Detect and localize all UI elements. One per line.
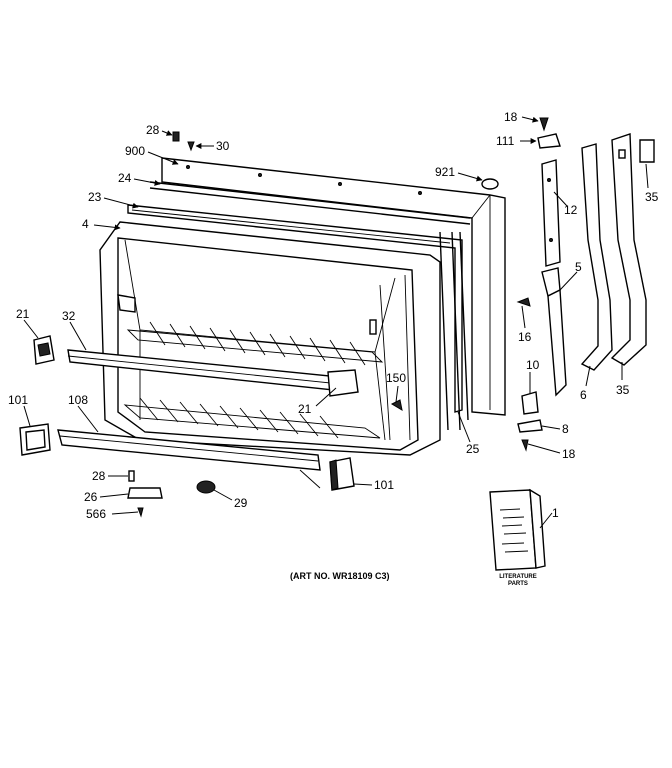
- literature-booklet: [489, 488, 546, 571]
- callout-21-left: 21: [16, 307, 30, 321]
- door-handle-6: [580, 143, 613, 371]
- literature-label-line1: LITERATURE: [499, 574, 537, 580]
- left-end-cap-21: [33, 335, 55, 365]
- screw-18-bottom: [521, 439, 529, 452]
- callout-18-bottom: 18: [562, 447, 576, 461]
- inner-door-liner: [99, 221, 441, 456]
- callout-35-bottom: 35: [616, 383, 630, 397]
- door-plug-921: [481, 178, 499, 190]
- bottom-trim-bar: [57, 429, 321, 489]
- callout-18-top: 18: [504, 110, 518, 124]
- plug-29: [196, 480, 216, 494]
- shelf-end-cap: [327, 369, 359, 397]
- callout-28-bottom: 28: [92, 469, 106, 483]
- callout-5: 5: [575, 260, 582, 274]
- callout-12: 12: [564, 203, 578, 217]
- hinge-bar-12: [541, 159, 561, 267]
- door-shelf-bar: [67, 349, 359, 397]
- bracket-10: [521, 391, 539, 415]
- leader-lines: [23, 116, 649, 529]
- screw-28-bottom: [128, 470, 135, 482]
- left-end-cap-101: [19, 423, 51, 456]
- screw-566: [137, 507, 144, 518]
- screw-18-top: [539, 117, 549, 132]
- callout-6: 6: [580, 388, 587, 402]
- screw-30: [187, 141, 195, 152]
- cap-35: [639, 139, 655, 163]
- bracket-8: [517, 419, 543, 433]
- callout-32: 32: [62, 309, 76, 323]
- hinge-5: [541, 267, 567, 397]
- callout-labels: 28 900 30 24 23 4 921 18 111 12 35 5 21 …: [8, 110, 659, 521]
- callout-23: 23: [88, 190, 102, 204]
- callout-900: 900: [125, 144, 145, 158]
- callout-150: 150: [386, 371, 406, 385]
- callout-30: 30: [216, 139, 230, 153]
- bracket-111: [537, 133, 561, 149]
- callout-29: 29: [234, 496, 248, 510]
- gasket-and-frame: [127, 181, 471, 431]
- callout-21-right: 21: [298, 402, 312, 416]
- callout-566: 566: [86, 507, 106, 521]
- callout-10: 10: [526, 358, 540, 372]
- callout-25: 25: [466, 442, 480, 456]
- plate-26: [127, 487, 163, 499]
- callout-1: 1: [552, 506, 559, 520]
- door-handle-35: [610, 133, 647, 366]
- callout-4: 4: [82, 217, 89, 231]
- outer-door-panel: [161, 157, 506, 416]
- callout-101-right: 101: [374, 478, 394, 492]
- right-end-cap-101: [329, 457, 355, 491]
- callout-35-top: 35: [645, 190, 659, 204]
- screw-28-top: [172, 131, 180, 142]
- callout-28: 28: [146, 123, 160, 137]
- art-number: (ART NO. WR18109 C3): [290, 571, 390, 581]
- callout-921: 921: [435, 165, 455, 179]
- callout-26: 26: [84, 490, 98, 504]
- callout-16: 16: [518, 330, 532, 344]
- callout-111: 111: [496, 134, 515, 148]
- screw-16: [516, 297, 531, 307]
- literature-label-line2: PARTS: [508, 581, 528, 587]
- callout-8: 8: [562, 422, 569, 436]
- callout-108: 108: [68, 393, 88, 407]
- callout-101-left: 101: [8, 393, 28, 407]
- callout-24: 24: [118, 171, 132, 185]
